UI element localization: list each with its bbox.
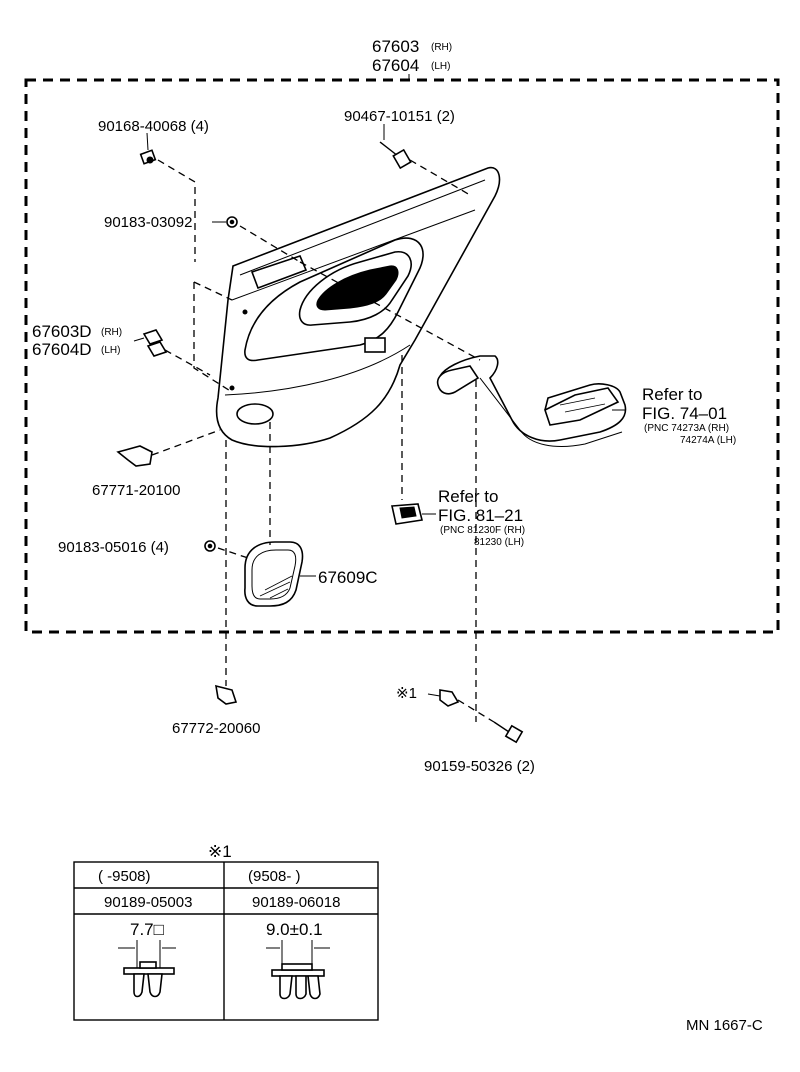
clip-hole-1 (242, 309, 248, 315)
armrest-lower-edge (479, 377, 623, 447)
top-bracket (250, 255, 308, 290)
door-trim-panel (215, 166, 501, 448)
armrest-end (436, 365, 480, 395)
label-90183-03092: 90183-03092 (104, 214, 192, 231)
leader-67603d (133, 337, 145, 342)
grille-inner (251, 549, 297, 600)
ref2-pnc2: 81230 (LH) (474, 537, 524, 548)
assembly-lh-number: 67604 (372, 56, 419, 75)
fastener-star1 (439, 689, 460, 707)
clip-drawing-1 (118, 940, 176, 998)
table-title: ※1 (208, 842, 232, 861)
assembly-label: 67603 (RH) 67604 (LH) (372, 37, 452, 80)
col1-part: 90189-05003 (104, 894, 192, 911)
speaker-opening (236, 403, 274, 425)
label-90467-10151: 90467-10151 (2) (344, 108, 455, 125)
assembly-boundary (24, 78, 780, 634)
label-67603d-side: (RH) (101, 327, 122, 338)
switch-detail-1 (559, 397, 596, 406)
label-90183-05016: 90183-05016 (4) (58, 539, 169, 556)
grille-hatch-2 (259, 581, 291, 597)
label-67604d: 67604D (32, 340, 92, 359)
leader-star1 (427, 693, 441, 697)
clip-hole-2 (229, 385, 235, 391)
col1-dimension: 7.7□ (130, 920, 164, 939)
ref2-pnc1: (PNC 81230F (RH) (440, 525, 525, 536)
fastener-67772 (215, 684, 238, 705)
label-67771-20100: 67771-20100 (92, 482, 180, 499)
col2-range: (9508- ) (248, 868, 301, 885)
label-star1-mark: ※1 (396, 685, 417, 702)
trim-upper-edge-2 (231, 209, 476, 301)
fastener-90183-05016 (204, 540, 216, 552)
grille-hatch-1 (264, 575, 293, 591)
dashed-leaders (151, 159, 495, 723)
grille-outer (244, 541, 304, 607)
assembly-rh-side: (RH) (431, 42, 452, 53)
switch-mount (364, 337, 386, 353)
label-67609c: 67609C (318, 568, 378, 587)
col2-part: 90189-06018 (252, 894, 340, 911)
lower-panel-line (224, 344, 411, 396)
grille-hatch-3 (269, 588, 289, 599)
col2-dimension: 9.0±0.1 (266, 920, 323, 939)
fastener-90467 (379, 141, 412, 170)
label-90159-50326: 90159-50326 (2) (424, 758, 535, 775)
label-67604d-side: (LH) (101, 345, 120, 356)
speaker-grille (244, 541, 304, 607)
handle-pocket-shadow (316, 265, 399, 311)
fastener-67771 (116, 445, 153, 467)
clip-variant-table: ※1 ( -9508) (9508- ) 90189-05003 90189-0… (73, 842, 379, 1021)
ref1-pnc2: 74274A (LH) (680, 435, 736, 446)
col1-range: ( -9508) (98, 868, 151, 885)
assembly-lh-side: (LH) (431, 61, 450, 72)
leader-90168 (146, 132, 149, 151)
trim-upper-edge (239, 179, 486, 276)
armrest-part (436, 355, 627, 447)
switch-detail-2 (564, 403, 606, 413)
reference-fig-81-21: Refer to FIG. 81–21 (PNC 81230F (RH) 812… (438, 487, 525, 548)
assembly-rh-number: 67603 (372, 37, 419, 56)
fastener-90183-03092 (226, 216, 238, 228)
table-frame (73, 861, 379, 1021)
label-67772-20060: 67772-20060 (172, 720, 260, 737)
label-67603d: 67603D (32, 322, 92, 341)
label-90168-40068: 90168-40068 (4) (98, 118, 209, 135)
ref2-line2: FIG. 81–21 (438, 506, 523, 525)
fastener-90168 (139, 149, 157, 165)
ref2-line1: Refer to (438, 487, 498, 506)
ref1-pnc1: (PNC 74273A (RH) (644, 423, 729, 434)
fastener-90159 (493, 721, 524, 744)
reference-fig-74-01: Refer to FIG. 74–01 (PNC 74273A (RH) 742… (642, 385, 736, 446)
ref1-line2: FIG. 74–01 (642, 404, 727, 423)
ref1-line1: Refer to (642, 385, 702, 404)
clip-drawing-2 (266, 940, 330, 1000)
fastener-67603d (142, 329, 168, 357)
power-window-switch (544, 387, 620, 426)
diagram-code: MN 1667-C (686, 1017, 763, 1034)
connector-81230 (391, 503, 423, 525)
